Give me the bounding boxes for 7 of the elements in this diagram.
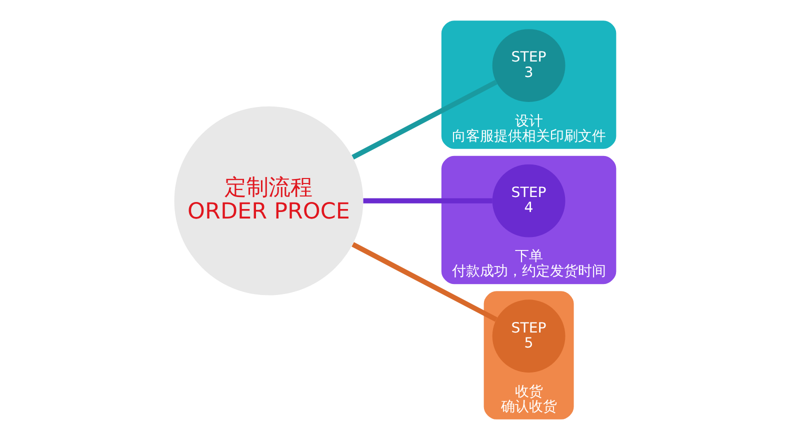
node-circle: STEP 5 (492, 299, 566, 372)
node-circle: STEP 4 (492, 164, 566, 237)
node-circle: STEP 3 (492, 28, 566, 102)
connector (352, 242, 498, 322)
connector (352, 79, 498, 159)
connector (363, 198, 492, 203)
node-circle: 定制流程 ORDER PROCE (174, 106, 364, 295)
